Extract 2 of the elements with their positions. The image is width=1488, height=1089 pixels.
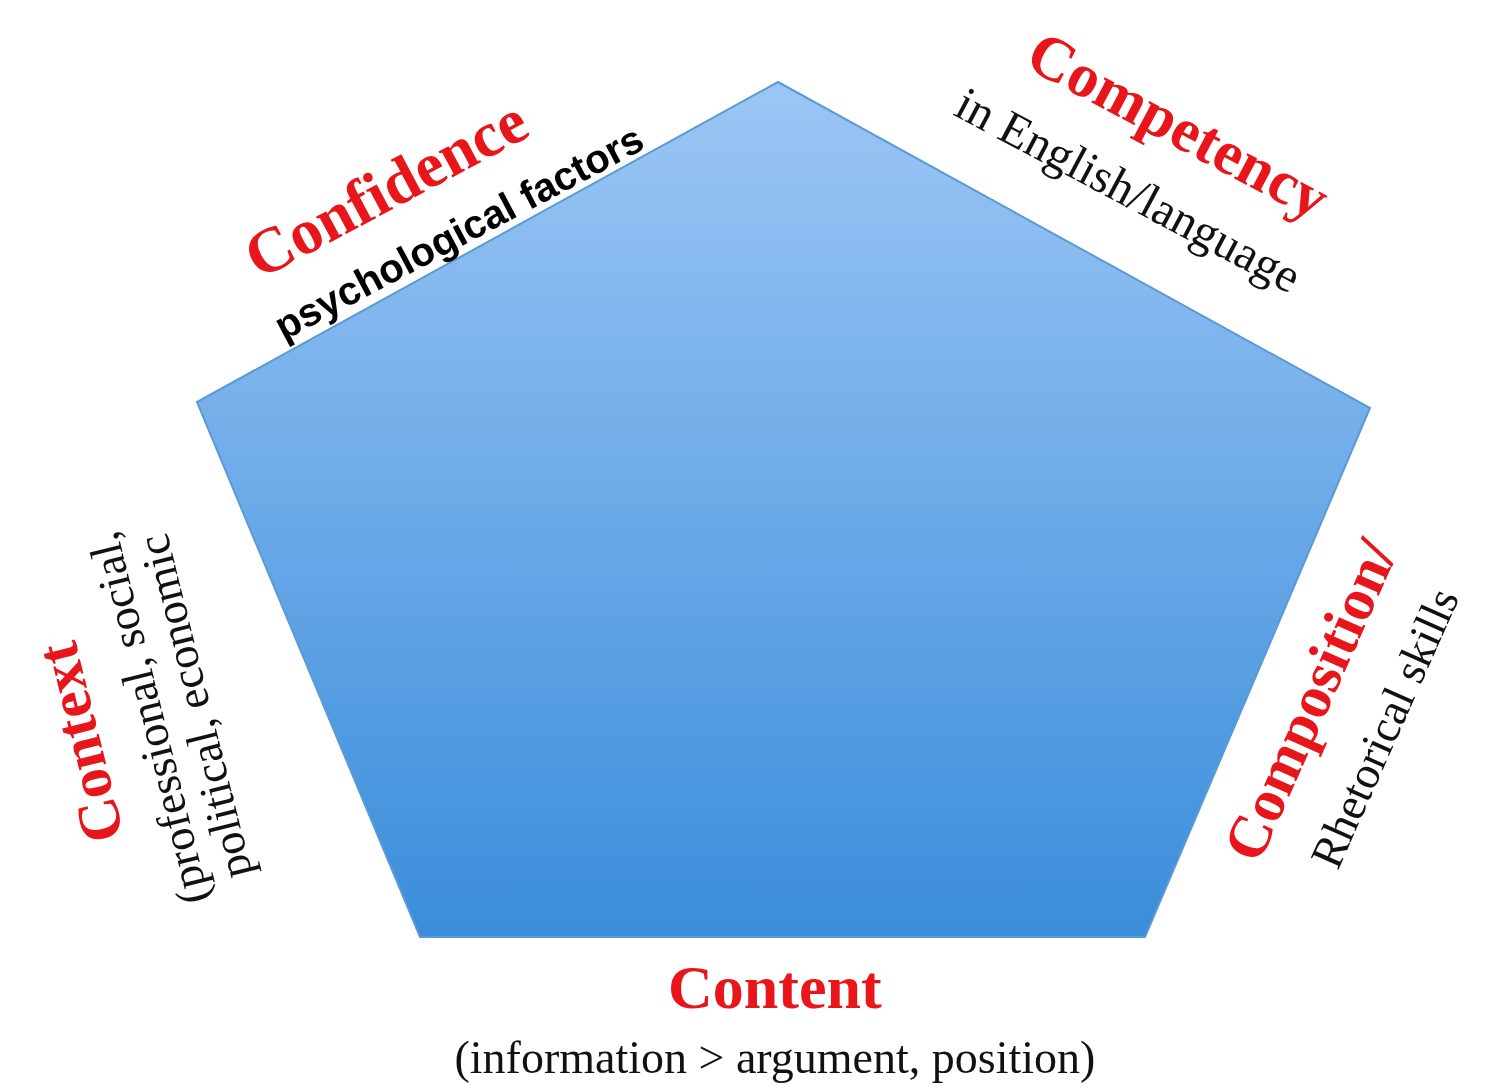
category-heading: Content	[668, 954, 882, 1020]
category-description: (information > argument, position)	[454, 1034, 1096, 1083]
